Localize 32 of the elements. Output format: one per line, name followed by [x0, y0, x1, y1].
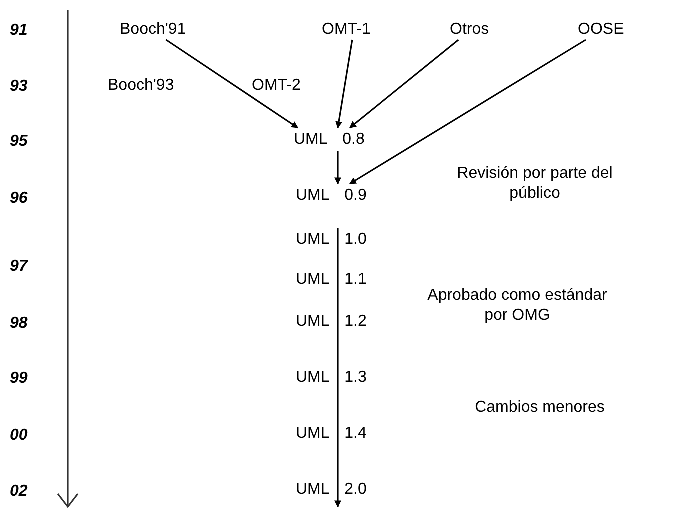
version-label: OMT-1	[322, 21, 371, 39]
arrow	[166, 39, 299, 129]
version-label: UML 1.4	[296, 425, 367, 443]
year-label: 98	[10, 315, 28, 333]
version-label: OOSE	[578, 21, 624, 39]
version-label: UML 0.9	[296, 187, 367, 205]
version-label: UML 2.0	[296, 481, 367, 499]
arrow	[349, 39, 460, 129]
arrow	[334, 228, 342, 508]
year-label: 96	[10, 190, 28, 208]
version-label: UML 1.1	[296, 271, 367, 289]
annotation: Revisión por parte del público	[456, 164, 614, 204]
year-label: 93	[10, 78, 28, 96]
version-label: Otros	[450, 21, 490, 39]
version-label: UML 1.2	[296, 313, 367, 331]
arrow	[336, 40, 354, 129]
year-label: 02	[10, 483, 28, 501]
year-label: 95	[10, 133, 28, 151]
version-label: Booch'91	[120, 21, 186, 39]
year-label: 99	[10, 370, 28, 388]
arrow	[349, 39, 586, 185]
annotation: Cambios menores	[474, 398, 606, 418]
year-label: 97	[10, 258, 28, 276]
version-label: UML 0.8	[294, 131, 365, 149]
version-label: OMT-2	[252, 77, 301, 95]
version-label: Booch'93	[108, 77, 174, 95]
version-label: UML 1.0	[296, 231, 367, 249]
year-label: 91	[10, 22, 28, 40]
year-label: 00	[10, 427, 28, 445]
annotation: Aprobado como estándar por OMG	[426, 286, 608, 326]
arrow	[334, 151, 342, 185]
version-label: UML 1.3	[296, 369, 367, 387]
